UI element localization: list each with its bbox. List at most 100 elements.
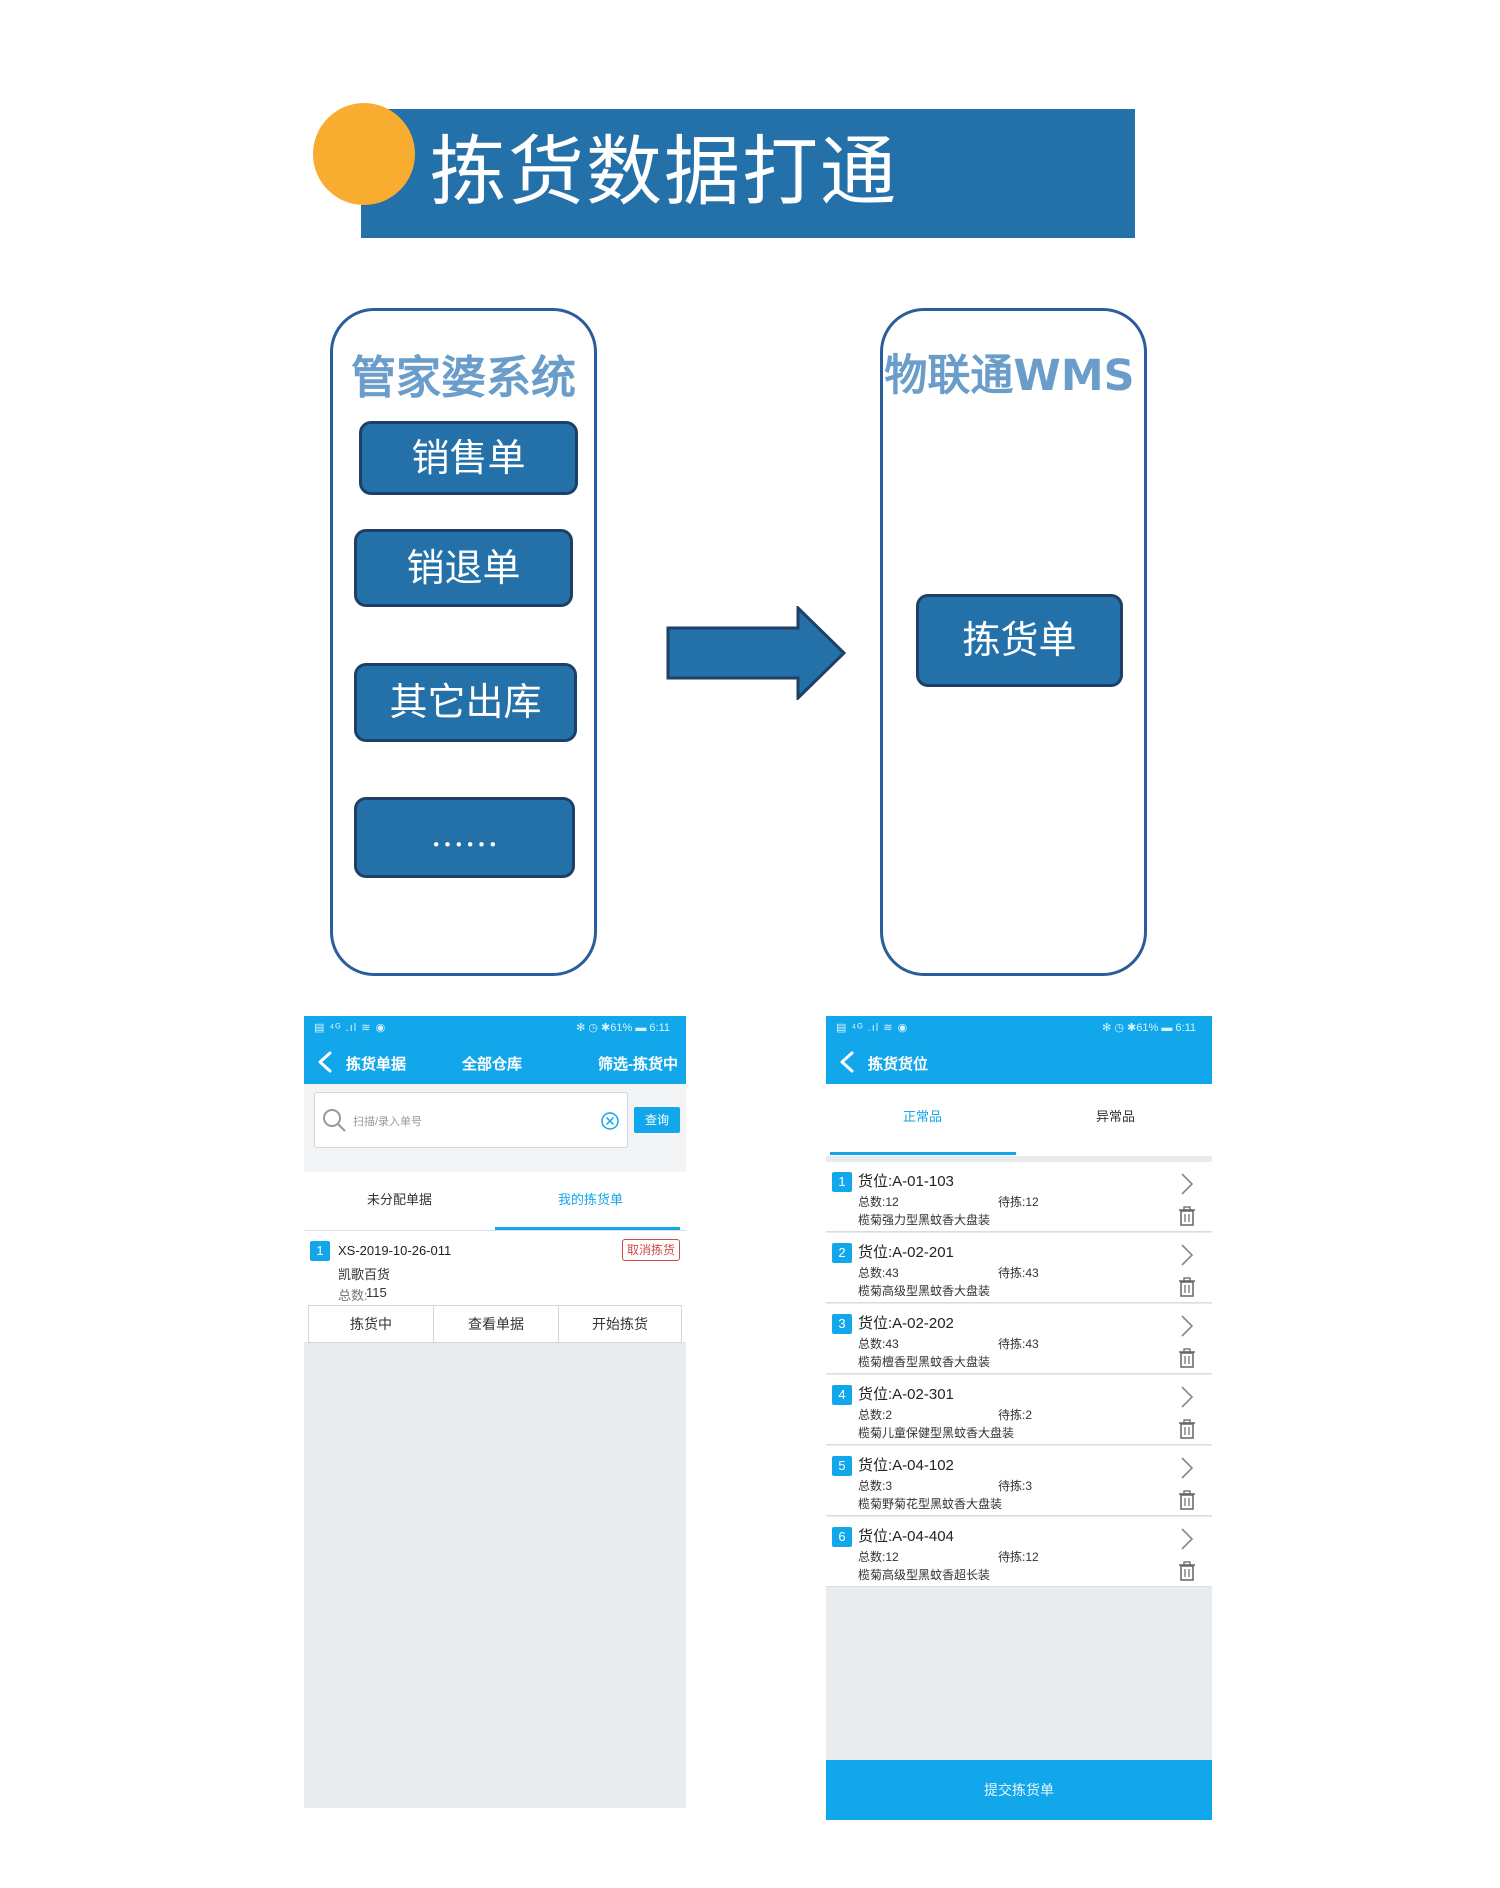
location-product: 榄菊高级型黑蚊香大盘装 [858,1284,991,1298]
chevron-right-icon[interactable] [1180,1385,1194,1409]
clear-icon[interactable] [601,1112,619,1130]
location-list: 1 货位:A-01-103 总数:12 待拣:12 榄菊强力型黑蚊香大盘装 2 货位:A-0… [826,1162,1212,1588]
location-index-badge: 4 [832,1385,852,1405]
location-index-badge: 1 [832,1172,852,1192]
location-name: 货位:A-01-103 [858,1173,954,1190]
submit-picking-button[interactable]: 提交拣货单 [826,1760,1212,1820]
location-index-badge: 2 [832,1243,852,1263]
nav-title: 拣货单据 [346,1056,407,1073]
doc-sales-return[interactable]: 销退单 [354,529,573,607]
nav-bar: 拣货单据 全部仓库 筛选-拣货中 [304,1040,686,1084]
query-button[interactable]: 查询 [634,1107,680,1133]
banner-orange-dot [313,103,415,205]
trash-icon[interactable] [1178,1561,1196,1581]
goods-tabs: 正常品 异常品 [826,1084,1212,1156]
location-total: 总数:12 [858,1550,899,1564]
right-arrow-icon [666,606,847,700]
status-right: ✻ ◷ ✱61% ▬ 6:11 [1102,1022,1196,1034]
location-name: 货位:A-02-301 [858,1386,954,1403]
order-tabs: 未分配单据 我的拣货单 [304,1172,686,1230]
tab-normal-goods[interactable]: 正常品 [902,1109,942,1124]
location-product: 榄菊高级型黑蚊香超长装 [858,1568,991,1582]
status-picking-button[interactable]: 拣货中 [350,1316,392,1332]
status-left: ▤ ⁴ᴳ .ıl ≋ ◉ [314,1022,387,1034]
location-pending: 待拣:3 [998,1479,1033,1493]
warehouse-selector[interactable]: 全部仓库 [462,1056,523,1073]
back-arrow-icon[interactable] [314,1050,338,1074]
location-name: 货位:A-02-201 [858,1244,954,1261]
status-bar: ▤ ⁴ᴳ .ıl ≋ ◉ ✻ ◷ ✱61% ▬ 6:11 [304,1016,686,1040]
view-order-button[interactable]: 查看单据 [433,1306,558,1342]
location-name: 货位:A-04-102 [858,1457,954,1474]
location-row[interactable]: 3 货位:A-02-202 总数:43 待拣:43 榄菊檀香型黑蚊香大盘装 [826,1304,1212,1374]
status-left: ▤ ⁴ᴳ .ıl ≋ ◉ [836,1022,909,1034]
location-product: 榄菊强力型黑蚊香大盘装 [858,1213,991,1227]
trash-icon[interactable] [1178,1206,1196,1226]
order-card[interactable]: 1 XS-2019-10-26-011 取消拣货 凯歌百货 总数: 115 拣货… [304,1230,686,1343]
start-picking-button[interactable]: 开始拣货 [558,1306,681,1342]
chevron-right-icon[interactable] [1180,1456,1194,1480]
location-name: 货位:A-04-404 [858,1528,954,1545]
location-pending: 待拣:43 [998,1266,1039,1280]
banner-title: 拣货数据打通 [430,127,898,216]
order-customer: 凯歌百货 [338,1267,391,1282]
location-total: 总数:12 [858,1195,899,1209]
location-row[interactable]: 2 货位:A-02-201 总数:43 待拣:43 榄菊高级型黑蚊香大盘装 [826,1233,1212,1303]
phone-picking-locations: ▤ ⁴ᴳ .ıl ≋ ◉ ✻ ◷ ✱61% ▬ 6:11 拣货货位 正常品 异常… [826,1016,1212,1820]
search-area: 扫描/录入单号 查询 [304,1084,686,1172]
tab-my-orders[interactable]: 我的拣货单 [557,1192,623,1207]
trash-icon[interactable] [1178,1419,1196,1439]
doc-sales-order[interactable]: 销售单 [359,421,578,495]
back-arrow-icon[interactable] [836,1050,860,1074]
order-index-badge: 1 [310,1241,330,1261]
title-banner [361,109,1135,238]
phone-picking-orders: ▤ ⁴ᴳ .ıl ≋ ◉ ✻ ◷ ✱61% ▬ 6:11 拣货单据 全部仓库 筛… [304,1016,686,1808]
right-system-title: 物联通WMS [884,351,1135,401]
doc-picking-order[interactable]: 拣货单 [916,594,1123,687]
chevron-right-icon[interactable] [1180,1172,1194,1196]
search-placeholder: 扫描/录入单号 [353,1116,423,1128]
order-total-label: 总数: [338,1288,368,1303]
location-index-badge: 3 [832,1314,852,1334]
chevron-right-icon[interactable] [1180,1243,1194,1267]
location-total: 总数:43 [858,1337,899,1351]
order-total-value: 115 [366,1285,387,1300]
location-pending: 待拣:2 [998,1408,1033,1422]
nav-title: 拣货货位 [868,1056,929,1073]
location-row[interactable]: 1 货位:A-01-103 总数:12 待拣:12 榄菊强力型黑蚊香大盘装 [826,1162,1212,1232]
active-tab-indicator [830,1152,1016,1155]
nav-bar: 拣货货位 [826,1040,1212,1084]
location-pending: 待拣:12 [998,1550,1039,1564]
location-total: 总数:43 [858,1266,899,1280]
location-pending: 待拣:12 [998,1195,1039,1209]
search-input[interactable]: 扫描/录入单号 [314,1092,628,1148]
location-row[interactable]: 5 货位:A-04-102 总数:3 待拣:3 榄菊野菊花型黑蚊香大盘装 [826,1446,1212,1516]
filter-button[interactable]: 筛选-拣货中 [598,1056,678,1073]
tab-unassigned[interactable]: 未分配单据 [366,1192,432,1207]
location-product: 榄菊檀香型黑蚊香大盘装 [858,1355,991,1369]
location-pending: 待拣:43 [998,1337,1039,1351]
search-icon [323,1109,346,1132]
trash-icon[interactable] [1178,1348,1196,1368]
cancel-picking-button[interactable]: 取消拣货 [622,1239,680,1261]
trash-icon[interactable] [1178,1490,1196,1510]
tab-abnormal-goods[interactable]: 异常品 [1095,1109,1135,1124]
location-total: 总数:2 [858,1408,893,1422]
order-actions: 拣货中 查看单据 开始拣货 [308,1305,682,1343]
chevron-right-icon[interactable] [1180,1314,1194,1338]
location-index-badge: 5 [832,1456,852,1476]
location-name: 货位:A-02-202 [858,1315,954,1332]
chevron-right-icon[interactable] [1180,1527,1194,1551]
location-total: 总数:3 [858,1479,893,1493]
location-product: 榄菊儿童保健型黑蚊香大盘装 [858,1426,1015,1440]
status-right: ✻ ◷ ✱61% ▬ 6:11 [576,1022,670,1034]
left-system-title: 管家婆系统 [350,351,576,404]
location-row[interactable]: 4 货位:A-02-301 总数:2 待拣:2 榄菊儿童保健型黑蚊香大盘装 [826,1375,1212,1445]
doc-more[interactable]: …… [354,797,575,878]
status-bar: ▤ ⁴ᴳ .ıl ≋ ◉ ✻ ◷ ✱61% ▬ 6:11 [826,1016,1212,1040]
doc-other-outbound[interactable]: 其它出库 [354,663,577,742]
order-number: XS-2019-10-26-011 [338,1243,452,1258]
location-product: 榄菊野菊花型黑蚊香大盘装 [858,1497,1003,1511]
trash-icon[interactable] [1178,1277,1196,1297]
